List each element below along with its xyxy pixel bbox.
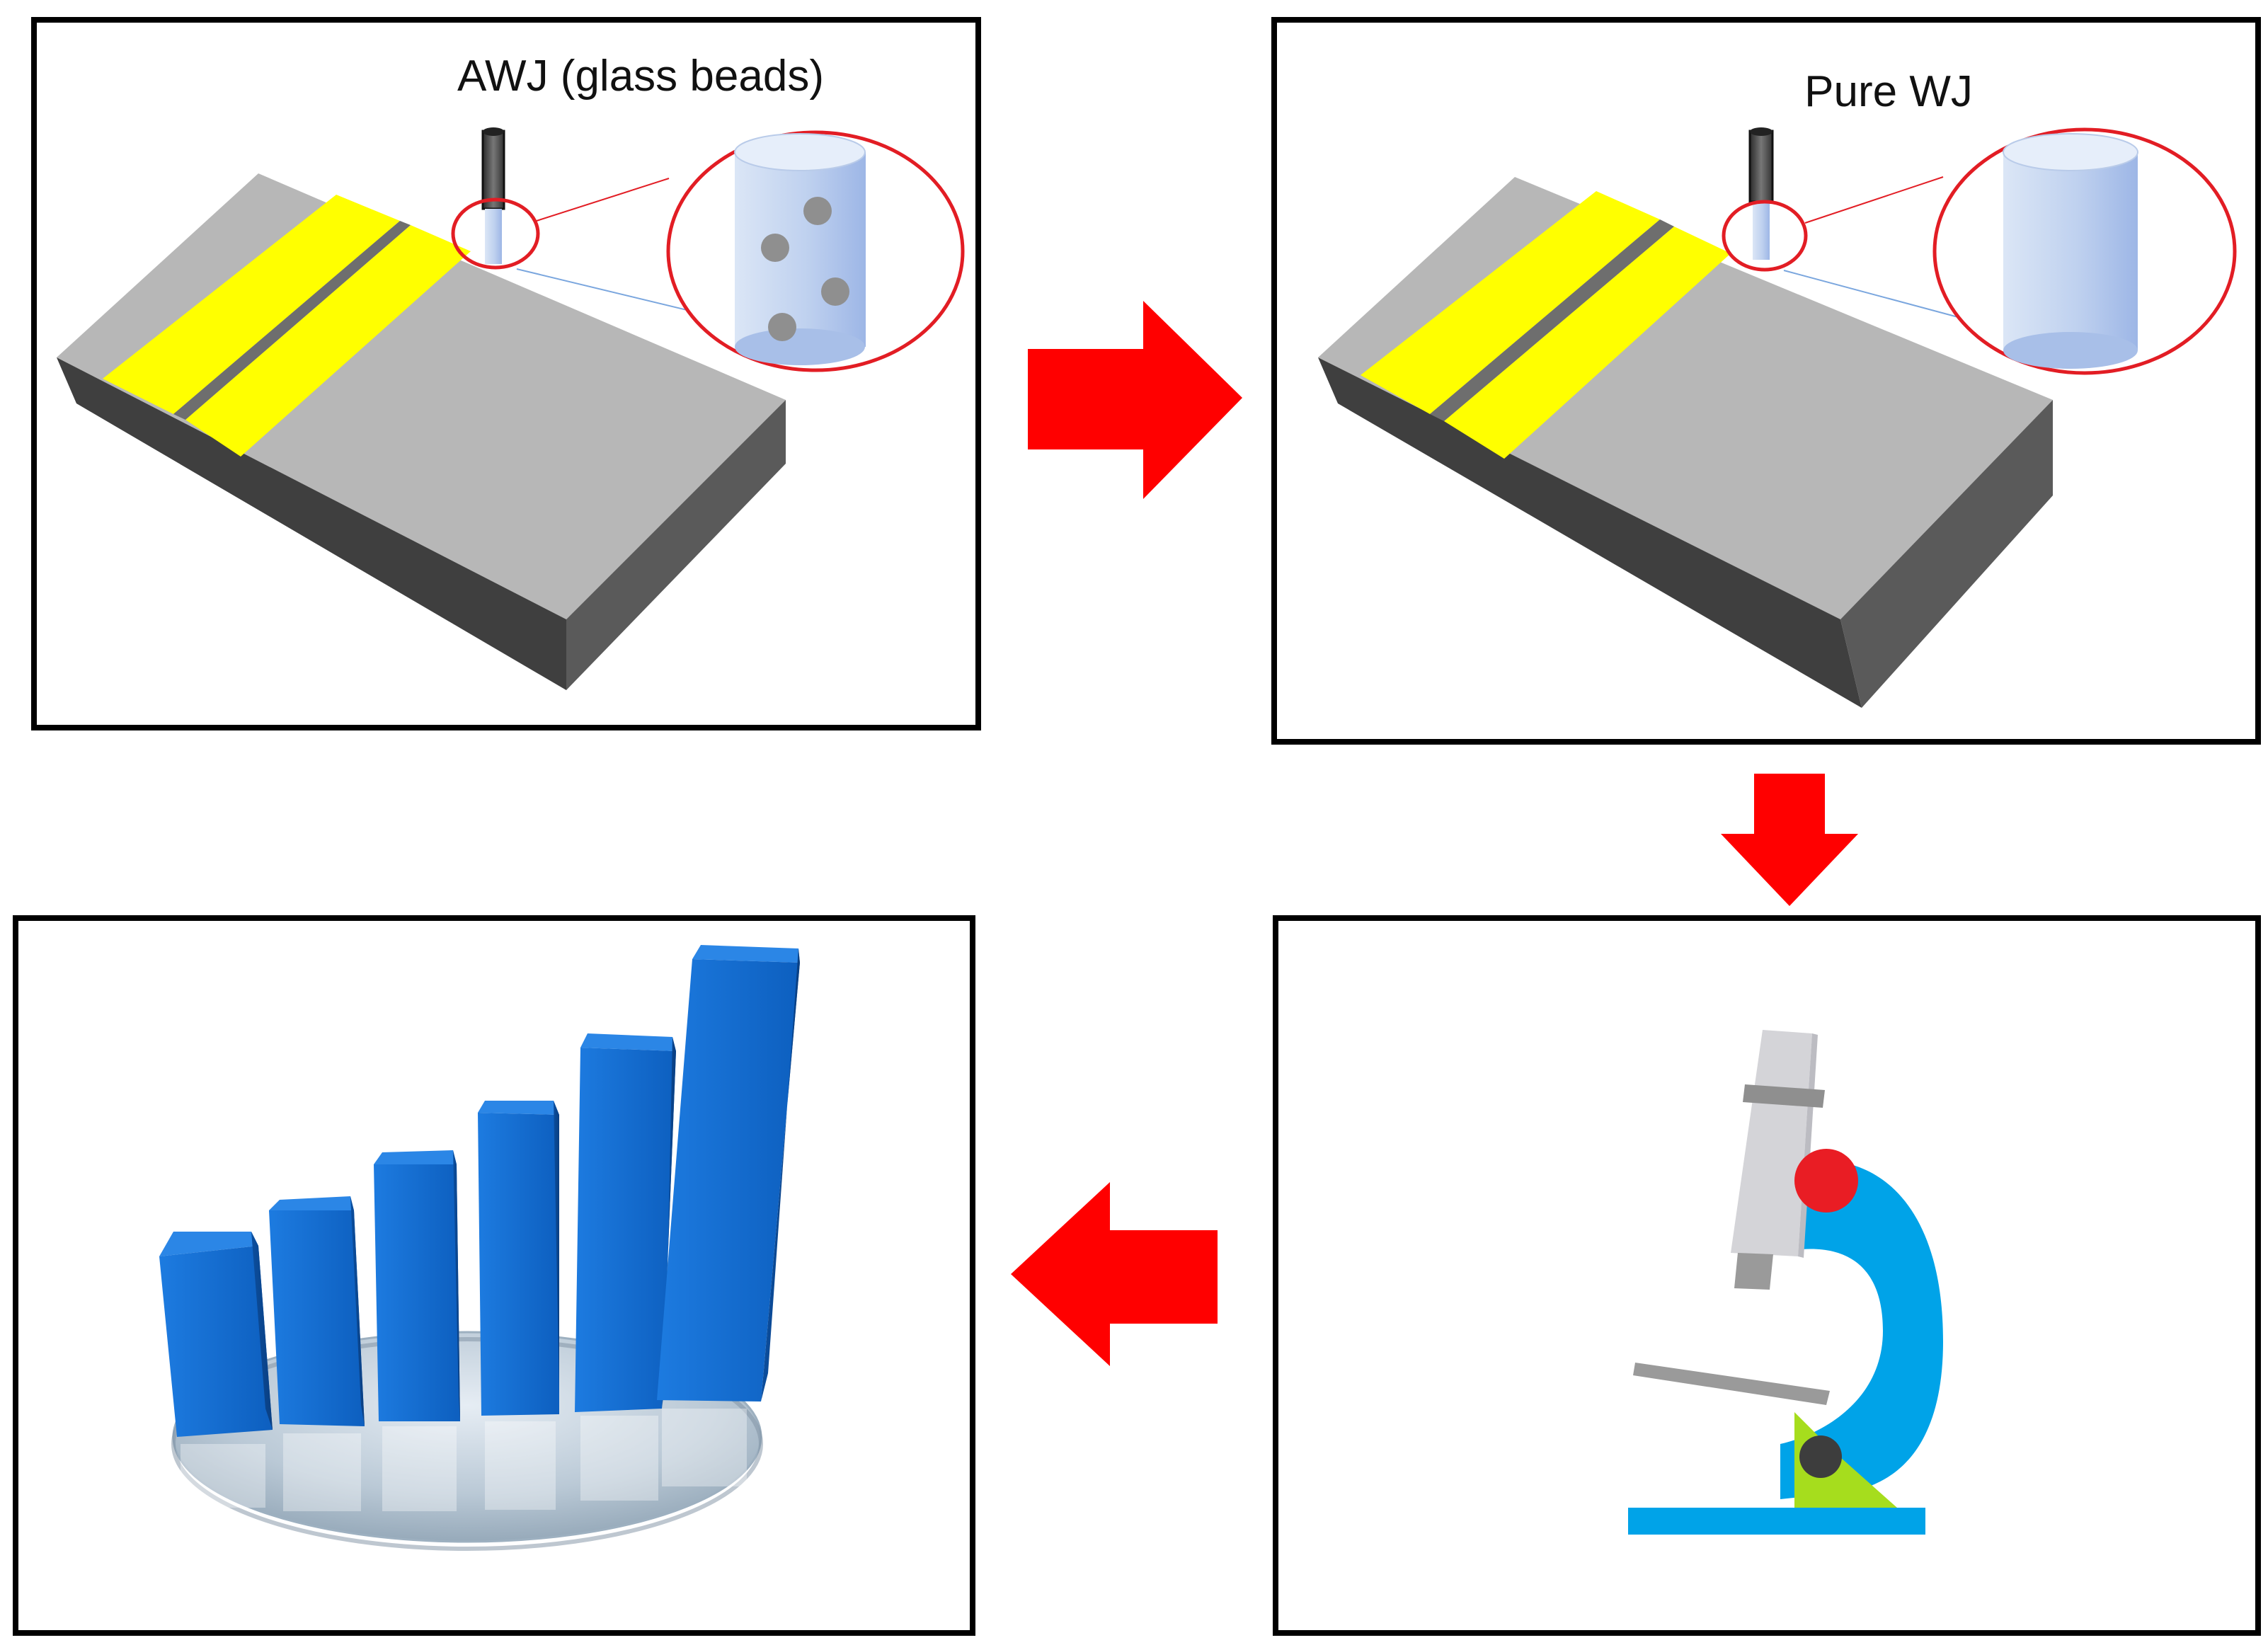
yellow-stripe-2 (185, 225, 471, 457)
chart-bar-5 (575, 1033, 676, 1412)
impact-zoom-marker (1722, 200, 1808, 272)
block-front-face (1840, 400, 2053, 708)
groove (1430, 219, 1674, 421)
glass-bead-icon (803, 197, 832, 225)
chart-bar-4 (478, 1101, 559, 1416)
workpiece-block-2 (1318, 177, 2053, 708)
microscope-objective (1734, 1253, 1773, 1290)
block-left-face (57, 357, 566, 690)
panel-microscope (1273, 915, 2261, 1636)
groove (173, 221, 411, 420)
block-left-face (1318, 357, 1862, 708)
microscope-base-wedge (1794, 1412, 1897, 1508)
workpiece-block (57, 173, 786, 690)
yellow-stripe-2 (1444, 227, 1731, 459)
panel-pure-wj: Pure WJ (1271, 17, 2261, 745)
microscope-ring (1743, 1084, 1825, 1108)
impact-zoom-marker (451, 197, 540, 270)
zoom-line-top (536, 178, 670, 222)
microscope-focus-knob (1799, 1435, 1842, 1478)
panel-awj: AWJ (glass beads) (31, 17, 981, 730)
jet-cylinder (2003, 133, 2138, 369)
arrow-icon-left (1011, 1182, 1218, 1366)
chart-disc-edge (171, 1337, 763, 1551)
jet-cylinder-with-beads (734, 133, 866, 365)
chart-bar-1 (159, 1232, 273, 1437)
panel-awj-label: AWJ (glass beads) (457, 52, 824, 101)
chart-reflections (181, 1409, 747, 1511)
microscope-tube (1731, 1030, 1812, 1256)
chart-bar-6 (657, 945, 800, 1402)
microscope-base (1628, 1508, 1925, 1535)
water-jet-icon (485, 209, 502, 264)
nozzle-icon (481, 127, 505, 210)
chart-bar-3 (374, 1150, 460, 1421)
microscope-knob (1794, 1149, 1858, 1213)
yellow-stripe-1 (103, 195, 400, 414)
water-jet-icon (1753, 202, 1770, 260)
panel-chart (13, 915, 975, 1636)
glass-bead-icon (821, 277, 849, 306)
microscope-icon (1628, 1030, 1943, 1535)
chart-bar-2 (269, 1196, 365, 1426)
zoom-line-top (1804, 176, 1944, 224)
arrow-icon-right (1028, 301, 1242, 499)
microscope-arm (1780, 1160, 1943, 1499)
bar-chart-icon (159, 945, 800, 1551)
glass-bead-icon (768, 313, 796, 341)
block-front-face (566, 400, 786, 690)
nozzle-icon (1748, 127, 1774, 203)
glass-bead-icon (761, 234, 789, 262)
arrow-icon-down (1721, 774, 1858, 906)
microscope-stage (1633, 1363, 1830, 1405)
yellow-stripe-1 (1361, 191, 1660, 414)
panel-pure-wj-label: Pure WJ (1804, 67, 1973, 116)
